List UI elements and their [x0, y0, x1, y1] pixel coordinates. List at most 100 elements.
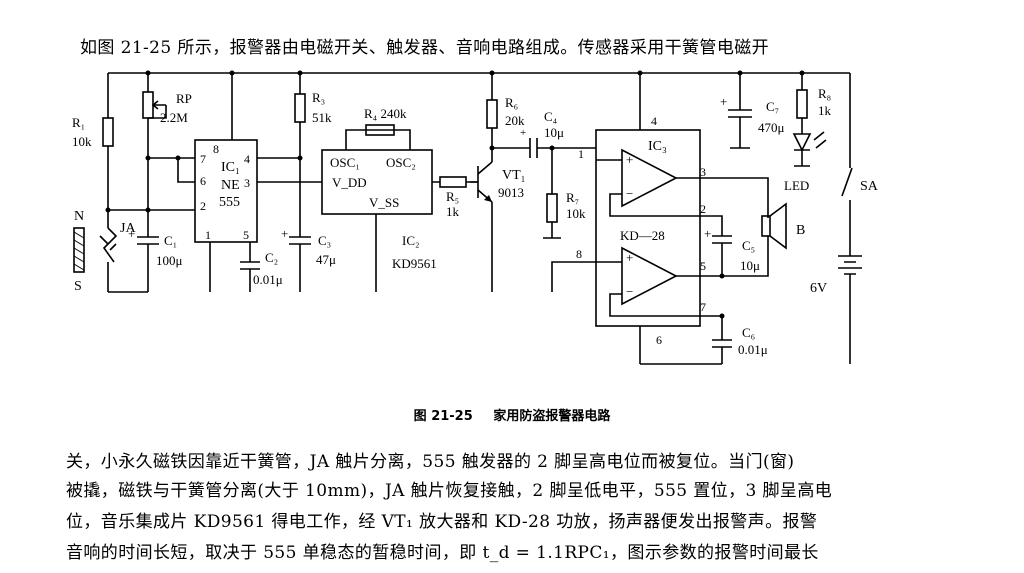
c2-value: 0.01μ	[253, 272, 283, 287]
r8-value: 1k	[818, 103, 832, 118]
c7-plus: +	[720, 94, 727, 109]
pin-label: 8	[213, 142, 219, 156]
ic1-555-block	[194, 139, 258, 243]
capacitor-c4	[529, 138, 538, 158]
c1-label: C₁	[164, 233, 177, 248]
r6-label: R₆	[505, 95, 518, 110]
osc1-label: OSC₁	[330, 155, 360, 170]
speaker-cone	[769, 202, 787, 250]
speaker-label: B	[796, 223, 805, 238]
ic1-number: 555	[219, 195, 240, 210]
capacitor-c2	[240, 261, 260, 270]
rp-wiper	[151, 100, 166, 110]
pin2-to-c5	[700, 215, 723, 236]
r5-value: 1k	[446, 204, 460, 219]
pin-label: 2	[200, 199, 206, 213]
osc2-label: OSC₂	[386, 155, 416, 170]
magnet-body	[73, 227, 85, 273]
r5-label: R₅	[446, 189, 459, 204]
upper-out-wire	[676, 177, 769, 218]
c5-value: 10μ	[740, 258, 760, 273]
caption-number: 图 21-25	[413, 409, 473, 424]
pin-label: 6	[200, 174, 206, 188]
figure-caption: 图 21-25 家用防盗报警器电路	[0, 405, 1024, 424]
ic2-label: IC₂	[402, 233, 420, 248]
paragraph-top: 如图 21-25 所示，报警器由电磁开关、触发器、音响电路组成。传感器采用干簧管…	[80, 38, 770, 58]
battery-symbol	[838, 255, 862, 275]
opamp-plus: +	[626, 250, 633, 265]
c4-value: 10μ	[544, 125, 564, 140]
pin-label: 3	[244, 176, 250, 190]
upper-feedback-wire	[609, 193, 700, 217]
r6-value: 20k	[505, 113, 525, 128]
kd28-label: KD—28	[620, 228, 665, 243]
c3-value: 47μ	[316, 252, 336, 267]
c5-label: C₅	[742, 238, 755, 253]
pin-label: 2	[700, 202, 706, 216]
r3-label: R₃	[312, 90, 325, 105]
speaker-body	[761, 215, 771, 237]
pin-label: 7	[200, 152, 206, 166]
vdd-label: V_DD	[332, 175, 367, 190]
led-symbol	[792, 133, 812, 152]
capacitor-c3	[289, 236, 311, 245]
c7-value: 470μ	[758, 120, 785, 135]
pin-label: 3	[700, 165, 706, 179]
r1-label: R₁	[72, 115, 85, 130]
c6-value: 0.01μ	[738, 342, 768, 357]
r3-value: 51k	[312, 110, 332, 125]
c1-plus: +	[128, 226, 135, 241]
ic2-type: KD9561	[392, 256, 437, 271]
lower-out-wire	[676, 236, 769, 277]
junction-dot	[175, 155, 181, 161]
ic1-label: IC₁	[221, 160, 240, 175]
pin-label: 6	[656, 333, 662, 347]
pin6-wire	[177, 158, 195, 183]
paragraph-line: 音响的时间长短，取决于 555 单稳态的暂稳时间，即 t_d = 1.1RPC₁…	[66, 543, 819, 563]
magnet-n-label: N	[74, 209, 84, 224]
capacitor-c7	[728, 109, 752, 118]
r8-label: R₈	[818, 86, 831, 101]
rp-label: RP	[176, 91, 192, 106]
resistor-r4	[365, 124, 395, 136]
ic1-type: NE	[221, 178, 240, 193]
c6-label: C₆	[742, 325, 755, 340]
reed-switch-ja	[102, 227, 118, 263]
resistor-r3	[294, 93, 306, 123]
capacitor-c1	[137, 236, 159, 245]
c3-label: C₃	[318, 233, 331, 248]
resistor-r8	[796, 89, 808, 119]
pin-label: 8	[576, 247, 582, 261]
r7-label: R₇	[566, 190, 579, 205]
junction-dot	[719, 273, 725, 279]
r8-led-wire	[794, 73, 810, 167]
led-label: LED	[784, 178, 809, 193]
circuit-schematic: R₁ 10k RP 2.2M 8 7 6 2 4 3 1 5 IC₁ NE 55…	[72, 70, 879, 365]
potentiometer-rp	[142, 91, 154, 119]
vt1-base	[470, 166, 479, 198]
pin-label: 7	[700, 300, 706, 314]
switch-sa	[841, 73, 853, 256]
lower-feedback-wire	[609, 293, 722, 317]
junction-dot	[297, 155, 303, 161]
r4-wire	[345, 129, 411, 150]
r1-value: 10k	[72, 134, 92, 149]
ic3-label: IC₃	[648, 139, 667, 154]
ic3-kd28-block	[595, 129, 701, 327]
c4-label: C₄	[544, 109, 558, 124]
r4-label: R₄ 240k	[364, 106, 407, 121]
vt1-emitter-arrow	[484, 195, 492, 202]
pin-label: 5	[700, 259, 706, 273]
vt1-label: VT₁	[502, 168, 526, 183]
junction-dot	[719, 313, 725, 319]
junction-dot	[549, 145, 555, 151]
pin-label: 4	[244, 152, 250, 166]
opamp-plus: +	[626, 152, 633, 167]
ja-label: JA	[120, 221, 136, 236]
resistor-r5	[439, 176, 467, 188]
paragraph-line: 位，音乐集成片 KD9561 得电工作，经 VT₁ 放大器和 KD-28 功放，…	[66, 512, 818, 532]
c4-plus: +	[520, 127, 526, 139]
caption-title: 家用防盗报警器电路	[493, 409, 611, 424]
capacitor-c5	[712, 235, 732, 244]
